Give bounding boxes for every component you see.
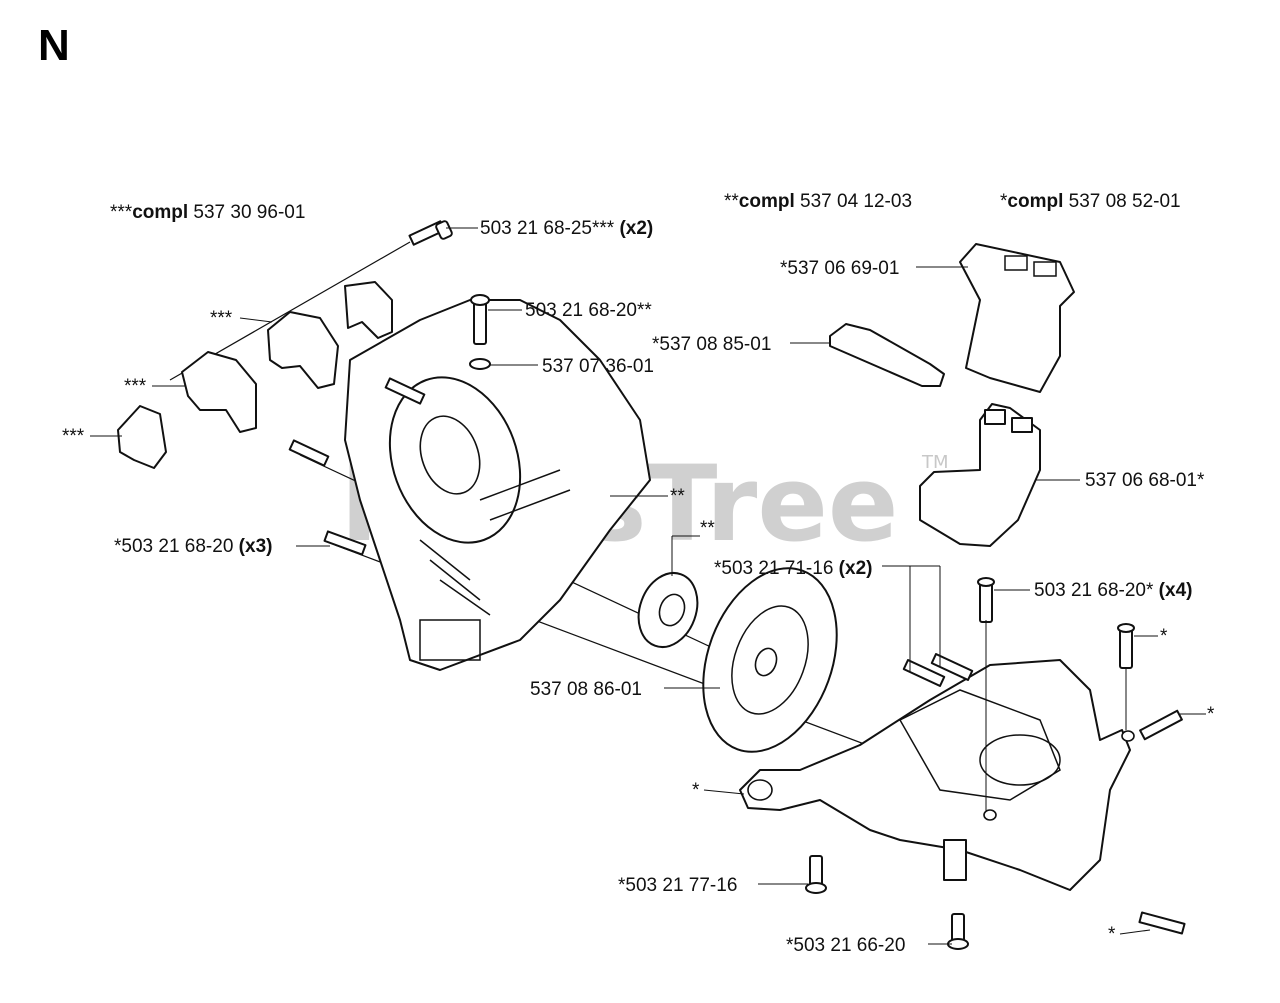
- label-screw-71-16: *503 21 71-16 (x2): [714, 558, 872, 579]
- label-mark-2a: **: [670, 486, 685, 507]
- label-screw-77-16: *503 21 77-16: [618, 875, 737, 896]
- screw-top-part: [408, 220, 453, 246]
- label-screw-66-20: *503 21 66-20: [786, 935, 905, 956]
- circlip-part: [469, 358, 491, 370]
- label-mark-3b: ***: [124, 376, 147, 397]
- screw-left-part: [288, 377, 426, 556]
- screw-right-parts: [805, 577, 1186, 950]
- label-cover-bottom: 537 06 68-01*: [1085, 470, 1205, 491]
- page-letter: N: [38, 21, 70, 70]
- label-gasket: *537 08 85-01: [652, 334, 771, 355]
- crankcase-half-left: [344, 299, 651, 671]
- clip-part-small: [344, 281, 393, 339]
- group-header-kit-b: **compl 537 04 12-03: [724, 191, 912, 212]
- label-screw-20-2: 503 21 68-20**: [525, 300, 652, 321]
- label-circlip: 537 07 36-01: [542, 356, 654, 377]
- label-mark-1c: *: [692, 780, 700, 801]
- gasket-part: [829, 323, 945, 387]
- screw-20-2-part: [470, 294, 490, 345]
- watermark-tm: TM: [921, 452, 949, 473]
- label-mark-1b: *: [1207, 704, 1215, 725]
- crankcase-half-right: [739, 659, 1135, 891]
- label-screw-x3: *503 21 68-20 (x3): [114, 536, 272, 557]
- group-header-kit-a: ***compl 537 30 96-01: [110, 202, 305, 223]
- label-cover-top: *537 06 69-01: [780, 258, 899, 279]
- bearing-part: [637, 572, 699, 648]
- housing-part-left: [181, 351, 257, 433]
- group-header-kit-c: *compl 537 08 52-01: [1000, 191, 1181, 212]
- label-starter-cup: 537 08 86-01: [530, 679, 642, 700]
- housing-part-mid: [267, 311, 339, 389]
- label-screw-top: 503 21 68-25*** (x2): [480, 218, 653, 239]
- cap-part: [117, 405, 167, 469]
- label-mark-1a: *: [1160, 626, 1168, 647]
- label-mark-1d: *: [1108, 924, 1116, 945]
- starter-cup-part: [702, 567, 838, 753]
- cover-top-part: [959, 243, 1075, 393]
- label-mark-2b: **: [700, 518, 715, 539]
- leader-lines: [90, 227, 1206, 945]
- label-mark-3a: ***: [210, 308, 233, 329]
- label-screw-x4: 503 21 68-20* (x4): [1034, 580, 1192, 601]
- label-mark-3c: ***: [62, 426, 85, 447]
- cover-bottom-part: [919, 403, 1041, 547]
